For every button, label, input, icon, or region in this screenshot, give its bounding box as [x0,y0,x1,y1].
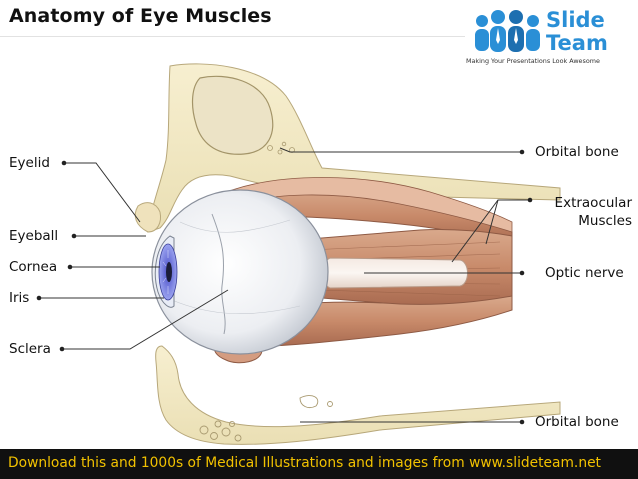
logo-tagline: Making Your Presentations Look Awesome [466,57,600,65]
label-extraocular: Extraocular [554,195,632,211]
footer-text: Download this and 1000s of Medical Illus… [8,455,601,471]
orbital-bone-upper-cavity [191,75,274,155]
label-eyeball: Eyeball [9,228,59,244]
logo-word-slide: Slide [546,8,605,32]
superior-oblique-muscle [231,177,513,233]
label-muscles: Muscles [578,213,632,229]
label-iris: Iris [9,290,30,306]
label-optic-nerve: Optic nerve [545,265,624,281]
footer-banner[interactable]: Download this and 1000s of Medical Illus… [0,449,638,479]
page-title: Anatomy of Eye Muscles [9,5,272,27]
eyelid [134,202,161,233]
label-cornea: Cornea [9,259,58,275]
label-orbital-bone-bottom: Orbital bone [535,414,619,430]
eye-anatomy-illustration [36,63,561,445]
people-group-icon [475,10,540,52]
pupil [166,262,172,282]
eyeball [151,189,329,355]
label-eyelid: Eyelid [9,155,50,171]
label-orbital-bone-top: Orbital bone [535,144,619,160]
slideteam-logo[interactable]: Slide Team Making Your Presentations Loo… [466,4,634,68]
header-divider [0,36,465,37]
orbital-bone-lower [155,345,561,445]
logo-word-team: Team [546,31,608,55]
label-sclera: Sclera [9,341,51,357]
